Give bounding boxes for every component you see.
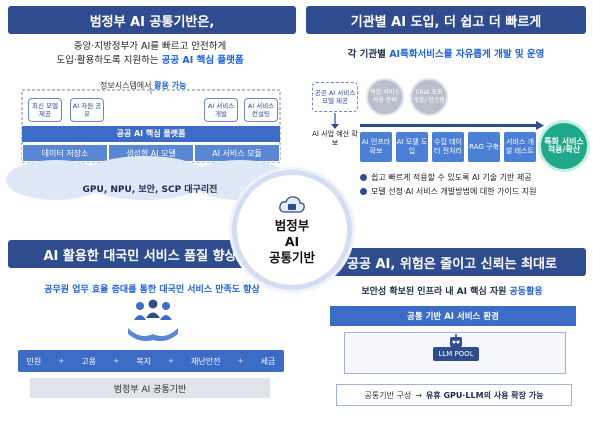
- step-ai-model: AI 모델 도입: [396, 132, 428, 162]
- bullet-text: 쉽고 빠르게 적용할 수 있도록 AI 기술 기반 제공: [371, 173, 532, 182]
- infra-label: GPU, NPU, 보안, SCP 대구리전: [82, 185, 218, 195]
- robot-icon: [450, 334, 462, 347]
- step-rag: RAG 구축: [468, 132, 500, 162]
- trust-subtitle: 보안성 확보된 인프라 내 AI 핵심 자원 공동활용: [318, 284, 586, 297]
- ai-service-env-bar: 공통 기반 AI 서비스 환경: [330, 306, 576, 326]
- budget-label: AI 사업 예산 확보: [312, 130, 358, 147]
- plus-icon: +: [113, 357, 120, 365]
- bullet-text: 모델 선정·AI 서비스 개발방법에 대한 가이드 지원: [371, 187, 537, 196]
- service-item-employment: 고용: [81, 356, 97, 366]
- bullet-dot-icon: [360, 174, 367, 181]
- cloud-shape: [80, 156, 210, 200]
- step-ai-infra: AI 인프라 확보: [360, 132, 392, 162]
- service-item-welfare: 복지: [136, 356, 151, 366]
- public-service-bar: 민원 + 고용 + 복지 + 재난안전 + 세금: [18, 350, 284, 372]
- bottom-highlight: 유휴 GPU·LLM의 사용 확장 가능: [425, 390, 544, 400]
- service-item-civil: 민원: [26, 356, 42, 366]
- pill-latest-model: 최신 모델 제공: [28, 98, 62, 122]
- overview-line-1: 중앙·지방정부가 AI를 빠르고 안전하게: [73, 41, 227, 52]
- llm-pool-label: LLM POOL: [433, 347, 479, 361]
- trust-subtitle-highlight: 공동활용: [509, 287, 543, 297]
- service-quality-subtitle: 공무원 업무 효율 증대를 통한 대국민 서비스 만족도 향상: [44, 285, 260, 295]
- step-data-preprocess: 수집 데이터 전처리: [432, 132, 464, 162]
- bullet-dot-icon: [360, 188, 367, 195]
- banner-adoption: 기관별 AI 도입, 더 쉽고 더 빠르게: [306, 6, 586, 34]
- center-title-2: AI: [284, 233, 300, 249]
- banner-overview: 범정부 AI 공통기반은,: [8, 6, 296, 34]
- arrow-right-icon: →: [415, 390, 422, 400]
- pill-ai-service-consult: AI 서비스 컨설팅: [244, 98, 278, 122]
- bullet-item: 모델 선정·AI 서비스 개발방법에 대한 가이드 지원: [360, 186, 536, 197]
- adoption-subtitle: 각 기관별 AI특화서비스를 자유롭게 개발 및 운영: [306, 46, 586, 60]
- stage-grey-1: 복잡 서비스 적용 준비: [366, 78, 404, 116]
- bullet-item: 쉽고 빠르게 적용할 수 있도록 AI 기술 기반 제공: [360, 172, 532, 183]
- pill-ai-service-dev: AI 서비스 개발: [204, 98, 238, 122]
- people-hands-icon: [128, 299, 178, 342]
- common-base-footer: 범정부 AI 공통기반: [30, 378, 270, 398]
- system-usage-label: 정보시스템에서 활용 가능: [100, 80, 186, 91]
- llm-pool-box: LLM POOL: [344, 332, 566, 374]
- specialized-service-circle: 특화 서비스 적용/확산: [538, 120, 590, 172]
- adoption-subtitle-text: 각 기관별: [347, 49, 386, 60]
- trust-subtitle-text: 보안성 확보된 인프라 내 AI 핵심 자원: [361, 287, 507, 297]
- banner-service-quality: AI 활용한 대국민 서비스 품질 향상: [8, 240, 272, 268]
- plus-icon: +: [237, 357, 244, 365]
- plus-icon: +: [58, 357, 65, 365]
- stage-grey-2: Chat 포화 개발/ 인스템: [410, 78, 448, 116]
- public-ai-model-box: 공공 AI 서비스 모델 제공: [312, 82, 358, 112]
- banner-trust: 공공 AI, 위험은 줄이고 신뢰는 최대로: [318, 248, 586, 276]
- gpu-llm-expansion-bar: 공통기반 구성 → 유휴 GPU·LLM의 사용 확장 가능: [336, 384, 572, 406]
- platform-band: 공공 AI 핵심 플랫폼: [22, 126, 280, 142]
- step-service-test: 서비스 개발 테스트: [504, 132, 536, 162]
- center-hub-circle: 범정부 AI 공통기반: [232, 170, 352, 290]
- bottom-label: 공통기반 구성: [364, 390, 412, 400]
- overview-line-2-highlight: 공공 AI 핵심 플랫폼: [161, 55, 244, 66]
- center-title-1: 범정부: [274, 217, 310, 233]
- plus-icon: +: [168, 357, 174, 365]
- overview-line-2-text: 도입·활용하도록 지원하는: [56, 55, 159, 66]
- service-item-disaster: 재난안전: [191, 356, 221, 366]
- overview-line-2: 도입·활용하도록 지원하는 공공 AI 핵심 플랫폼: [10, 54, 290, 68]
- adoption-subtitle-highlight: AI특화서비스를 자유롭게 개발 및 운영: [389, 49, 545, 60]
- system-usage-highlight: 활용 가능: [154, 81, 187, 90]
- system-usage-text: 정보시스템에서: [100, 81, 152, 90]
- center-title-3: 공통기반: [268, 249, 315, 265]
- service-item-tax: 세금: [260, 356, 276, 366]
- pill-ai-resource-share: AI 자원 공유: [70, 98, 104, 122]
- cloud-ai-icon: [279, 195, 305, 213]
